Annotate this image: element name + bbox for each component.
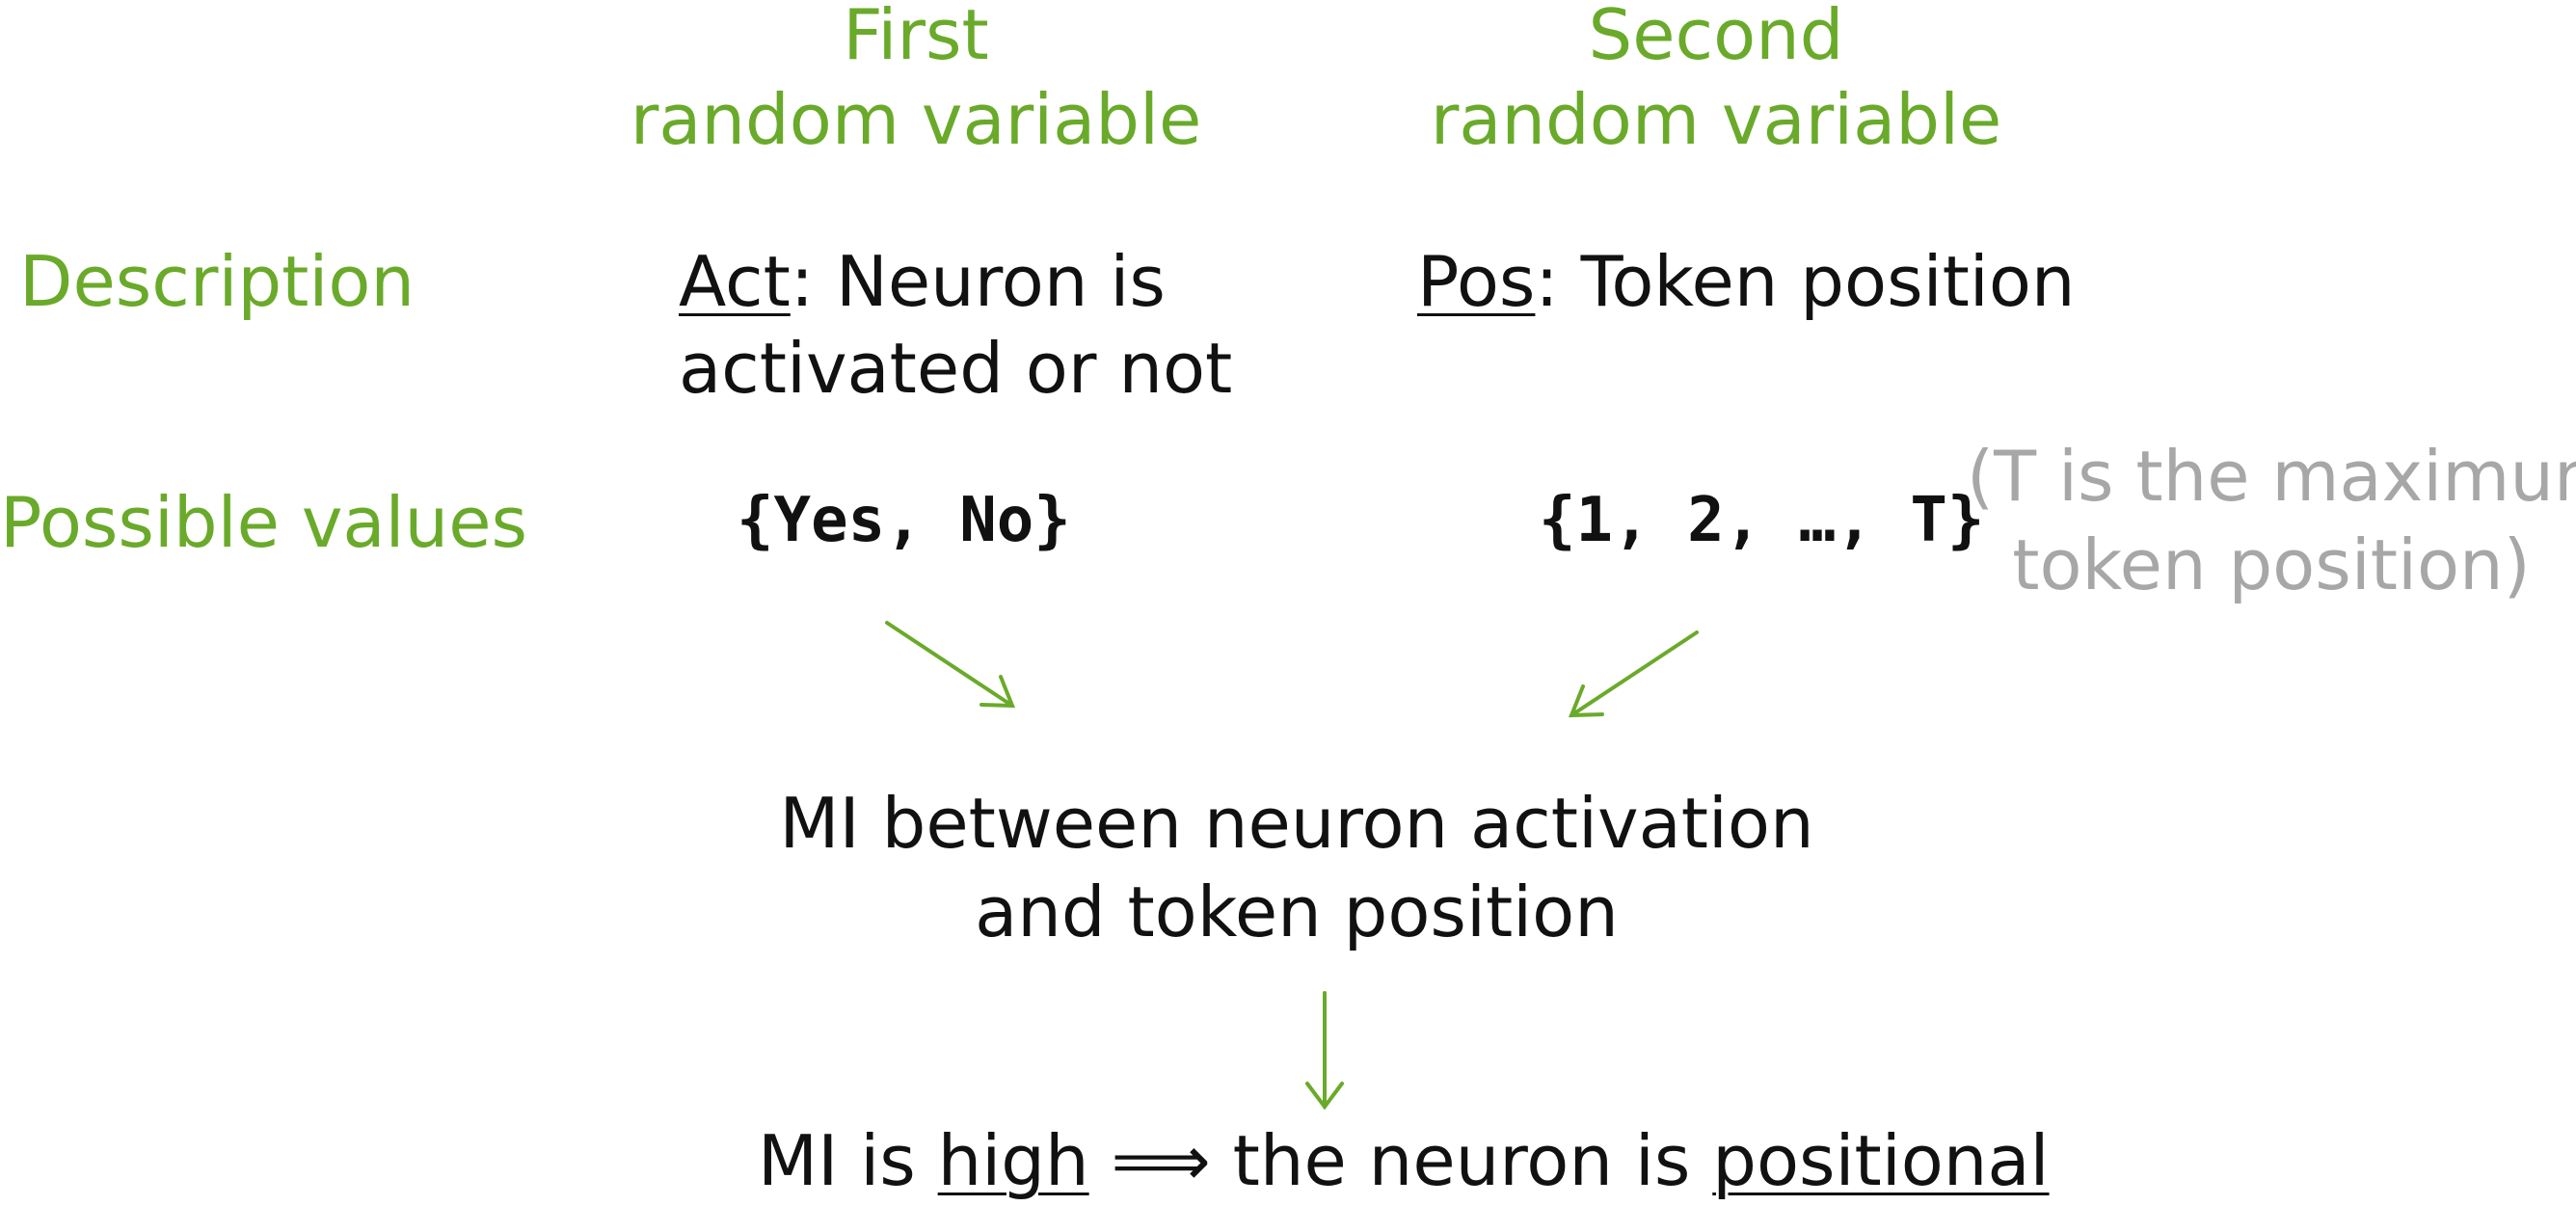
second-variable-description: Pos: Token position xyxy=(1417,247,2076,316)
description-row-label: Description xyxy=(19,241,416,322)
first-variable-heading: First random variable xyxy=(607,0,1224,154)
mi-statement-line2: and token position xyxy=(975,871,1619,952)
conclusion: MI is high ⟹ the neuron is positional xyxy=(758,1126,2050,1195)
act-variable-name: Act xyxy=(679,241,791,322)
conclusion-prefix: MI is xyxy=(758,1120,938,1201)
first-variable-heading-line1: First xyxy=(843,0,989,75)
arrow-mi-to-conclusion-icon xyxy=(1305,991,1344,1111)
first-variable-heading-line2: random variable xyxy=(630,79,1202,160)
conclusion-high: high xyxy=(937,1120,1089,1201)
first-variable-description-line1: Act: Neuron is xyxy=(679,247,1232,334)
arrow-first-to-mi-icon xyxy=(885,621,1015,709)
conclusion-implies: ⟹ the neuron is xyxy=(1088,1120,1713,1201)
second-variable-heading-line1: Second xyxy=(1588,0,1844,75)
max-position-note: (T is the maximum token position) xyxy=(1967,442,2576,600)
first-variable-description-line2: activated or not xyxy=(679,328,1233,409)
first-variable-values: {Yes, No} xyxy=(737,485,1071,556)
mi-statement: MI between neuron activation and token p… xyxy=(675,789,1919,947)
first-variable-description: Act: Neuron is activated or not xyxy=(679,247,1232,403)
second-variable-heading: Second random variable xyxy=(1408,0,2025,154)
max-position-note-line2: token position) xyxy=(2012,524,2531,605)
arrow-second-to-mi-icon xyxy=(1569,630,1699,718)
pos-description-text: : Token position xyxy=(1535,241,2076,322)
max-position-note-line1: (T is the maximum xyxy=(1967,436,2576,517)
conclusion-positional: positional xyxy=(1712,1120,2050,1201)
second-variable-heading-line2: random variable xyxy=(1430,79,2002,160)
second-variable-values: {1, 2, …, T} xyxy=(1539,485,1985,556)
act-description-text: : Neuron is xyxy=(790,241,1166,322)
possible-values-row-label: Possible values xyxy=(0,482,527,563)
mi-statement-line1: MI between neuron activation xyxy=(779,783,1814,864)
pos-variable-name: Pos xyxy=(1417,241,1536,322)
